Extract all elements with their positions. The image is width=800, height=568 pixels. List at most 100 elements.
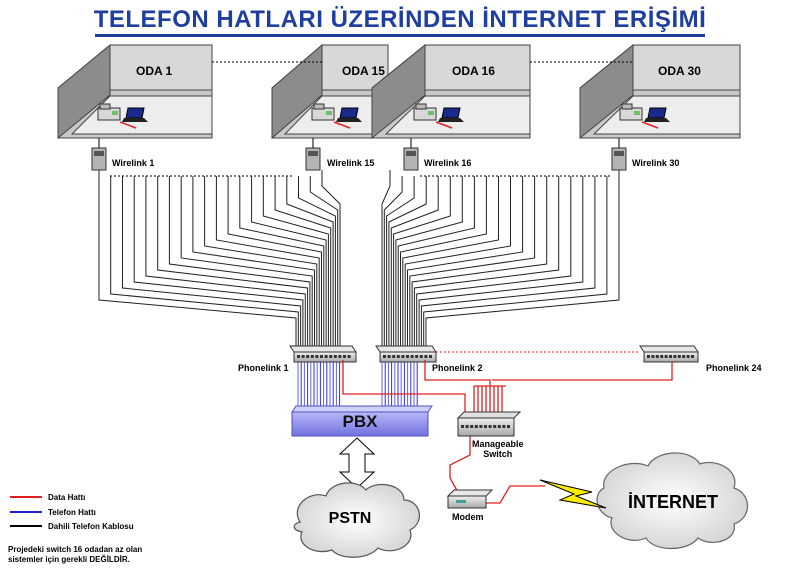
port [429, 355, 432, 358]
pstn-label: PSTN [328, 510, 372, 527]
port [691, 355, 694, 358]
cable [262, 176, 329, 346]
cable [145, 176, 306, 346]
cable [383, 176, 403, 346]
phonelink-24-device [639, 345, 699, 363]
cable [420, 176, 596, 346]
port [647, 355, 650, 358]
pstn-cloud [293, 482, 420, 558]
phonelink-label-1: Phonelink 1 [238, 363, 289, 373]
cable [413, 176, 560, 346]
room-devices [97, 103, 670, 129]
pbx-pstn-arrow [338, 437, 376, 489]
cable [404, 176, 511, 346]
switch-label: Manageable Switch [472, 439, 524, 459]
port [415, 355, 419, 358]
room-oda-30 [579, 43, 741, 140]
port [669, 355, 672, 358]
port [686, 355, 690, 358]
room-label-16: ODA 16 [452, 64, 495, 78]
room-label-15: ODA 15 [342, 64, 385, 78]
port [315, 355, 319, 358]
cable [407, 176, 524, 346]
modem-device [446, 489, 494, 509]
cable [122, 176, 302, 346]
port [306, 355, 310, 358]
port [424, 355, 428, 358]
wirelink-label-15: Wirelink 15 [327, 158, 375, 168]
cable [298, 176, 336, 346]
port [297, 355, 300, 358]
cable [400, 176, 487, 346]
cable [204, 176, 318, 346]
port [333, 355, 337, 358]
port [673, 355, 677, 358]
cable [416, 176, 572, 346]
internet-cloud [596, 452, 749, 549]
port [479, 425, 483, 428]
port [396, 355, 400, 358]
cable [215, 176, 320, 346]
cable-fan-left [98, 170, 341, 346]
wirelink-label-30: Wirelink 30 [632, 158, 680, 168]
phone-bundle-right [381, 362, 418, 406]
port [392, 355, 396, 358]
port [465, 425, 469, 428]
port [651, 355, 655, 358]
cable [423, 176, 608, 346]
cable [386, 176, 415, 346]
wirelink-label-16: Wirelink 16 [424, 158, 472, 168]
manageable-switch-device [456, 411, 522, 437]
phonelink-2-device [375, 345, 437, 363]
cable [110, 176, 299, 346]
cable [395, 176, 463, 346]
cable [286, 176, 334, 346]
pbx-device [291, 405, 433, 437]
port [461, 425, 464, 428]
cable [381, 170, 391, 346]
lightning-bolt-icon [539, 479, 607, 509]
title-underline [95, 34, 705, 37]
room-oda-15 [271, 43, 389, 140]
room-label-1: ODA 1 [136, 64, 173, 78]
cable [411, 176, 548, 346]
phone-bundle-left [297, 362, 341, 406]
cable [409, 176, 536, 346]
cable [227, 176, 322, 346]
cable [168, 176, 311, 346]
room-oda-1 [57, 43, 213, 140]
port [682, 355, 686, 358]
port [383, 355, 386, 358]
phonelink-label-24: Phonelink 24 [706, 363, 762, 373]
cable [251, 176, 327, 346]
port [320, 355, 323, 358]
port [419, 355, 423, 358]
port [497, 425, 501, 428]
port [343, 355, 346, 358]
port [324, 355, 328, 358]
cable [98, 170, 297, 346]
cable [321, 170, 341, 346]
port [484, 425, 487, 428]
cable [397, 176, 475, 346]
cable [180, 176, 313, 346]
cable [418, 176, 584, 346]
wirelink-label-1: Wirelink 1 [112, 158, 155, 168]
cable [274, 176, 332, 346]
phonelink-1-device [289, 345, 357, 363]
cable [393, 176, 451, 346]
data-lines [342, 360, 673, 504]
port [338, 355, 342, 358]
port [664, 355, 668, 358]
port [502, 425, 506, 428]
cable-fan-right [381, 170, 620, 346]
cable [133, 176, 304, 346]
port [347, 355, 351, 358]
port [474, 425, 478, 428]
cable [309, 176, 339, 346]
cable [239, 176, 325, 346]
port [470, 425, 474, 428]
port [310, 355, 314, 358]
